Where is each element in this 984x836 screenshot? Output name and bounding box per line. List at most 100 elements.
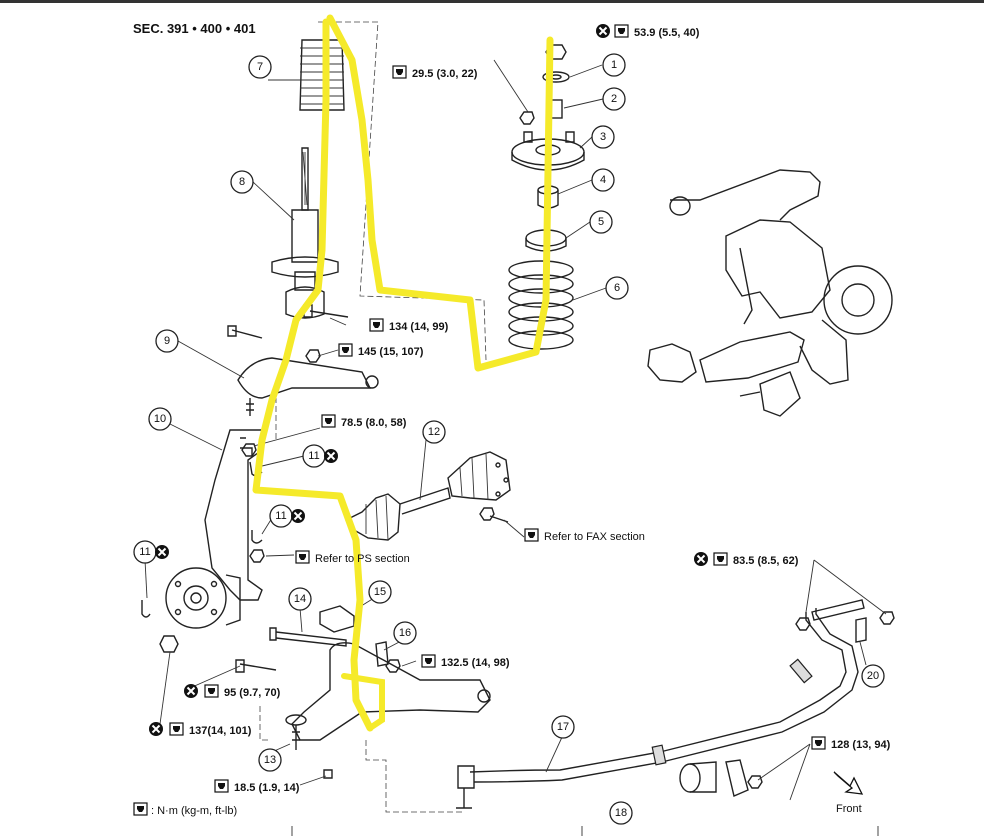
svg-text:: N·m (kg-m, ft-lb): : N·m (kg-m, ft-lb) — [151, 805, 237, 817]
callout-14: 14 — [288, 587, 312, 611]
svg-text:134 (14, 99): 134 (14, 99) — [389, 321, 449, 333]
svg-text:1: 1 — [611, 59, 617, 71]
nut-18-5 — [323, 769, 333, 779]
callout-20: 20 — [861, 664, 885, 688]
svg-text:Refer to FAX section: Refer to FAX section — [544, 531, 645, 543]
svg-text:78.5 (8.0, 58): 78.5 (8.0, 58) — [341, 417, 407, 429]
ref-fax-section: Refer to FAX section — [524, 528, 645, 543]
bolt-upper-link — [227, 325, 263, 339]
connecting-rod — [795, 599, 895, 643]
lower-arm-bolt — [269, 627, 347, 647]
svg-text:7: 7 — [257, 61, 263, 73]
callout-11-lower: 11 — [133, 540, 157, 564]
svg-text:11: 11 — [139, 546, 150, 558]
nut-132-5 — [385, 659, 401, 673]
svg-text:3: 3 — [600, 131, 606, 143]
replace-icon-11-lower — [154, 544, 170, 560]
callout-18: 18 — [609, 801, 633, 825]
assembled-view-inset — [647, 169, 893, 417]
section-header: SEC. 391 • 400 • 401 — [133, 21, 256, 36]
torque-spec-137: 137(14, 101) — [148, 721, 252, 737]
callout-5: 5 — [589, 210, 613, 234]
stabilizer-bar — [456, 608, 859, 809]
replace-icon-11-upper — [323, 448, 339, 464]
svg-text:29.5 (3.0, 22): 29.5 (3.0, 22) — [412, 68, 478, 80]
torque-spec-18-5: 18.5 (1.9, 14) — [214, 779, 300, 794]
units-legend: : N·m (kg-m, ft-lb) — [133, 802, 237, 817]
svg-text:83.5 (8.5, 62): 83.5 (8.5, 62) — [733, 555, 799, 567]
callout-2: 2 — [602, 87, 626, 111]
callout-16: 16 — [393, 621, 417, 645]
stabilizer-bushing — [679, 759, 763, 797]
svg-text:14: 14 — [294, 593, 306, 605]
front-indicator: Front — [833, 771, 864, 815]
callout-7: 7 — [248, 55, 272, 79]
dust-boot — [299, 39, 345, 111]
svg-text:20: 20 — [867, 670, 879, 682]
torque-spec-83-5: 83.5 (8.5, 62) — [693, 551, 799, 567]
svg-text:4: 4 — [600, 174, 606, 186]
svg-text:53.9 (5.5, 40): 53.9 (5.5, 40) — [634, 27, 700, 39]
bolt-95 — [235, 659, 277, 673]
transverse-link — [285, 642, 491, 750]
svg-text:132.5 (14, 98): 132.5 (14, 98) — [441, 657, 510, 669]
torque-spec-95: 95 (9.7, 70) — [183, 683, 281, 699]
torque-spec-78-5: 78.5 (8.0, 58) — [321, 414, 407, 429]
torque-spec-53-9: 53.9 (5.5, 40) — [595, 23, 700, 39]
torque-spec-128: 128 (13, 94) — [811, 736, 891, 751]
callout-3: 3 — [591, 125, 615, 149]
svg-text:137(14, 101): 137(14, 101) — [189, 725, 252, 737]
callout-8: 8 — [230, 170, 254, 194]
callout-11-upper: 11 — [302, 444, 326, 468]
svg-text:Refer to PS section: Refer to PS section — [315, 553, 410, 565]
callout-9: 9 — [155, 329, 179, 353]
bracket-washer — [375, 641, 389, 667]
wheel-hub — [165, 567, 241, 629]
upper-link — [237, 349, 379, 416]
replace-icon-11-middle — [290, 508, 306, 524]
callout-12: 12 — [422, 420, 446, 444]
front-arrow-icon — [833, 771, 864, 795]
hub-nut — [159, 635, 179, 653]
svg-text:9: 9 — [164, 335, 170, 347]
lower-arm-bushing — [319, 605, 355, 633]
nut-ball-joint — [241, 443, 257, 457]
svg-text:13: 13 — [264, 754, 276, 766]
callout-6: 6 — [605, 276, 629, 300]
bolt-lower-shock — [303, 304, 349, 318]
svg-text:12: 12 — [428, 426, 440, 438]
cotter-pin-2 — [251, 530, 263, 544]
svg-text:11: 11 — [275, 510, 286, 522]
torque-spec-134: 134 (14, 99) — [369, 318, 449, 333]
bolt-small — [519, 111, 535, 125]
svg-text:16: 16 — [399, 627, 411, 639]
svg-text:18.5 (1.9, 14): 18.5 (1.9, 14) — [234, 782, 300, 794]
assembly-guides — [259, 21, 879, 836]
svg-text:18: 18 — [615, 807, 627, 819]
svg-text:8: 8 — [239, 176, 245, 188]
svg-text:10: 10 — [154, 413, 166, 425]
shock-absorber — [271, 147, 339, 319]
svg-text:5: 5 — [598, 216, 604, 228]
bolt-drive-shaft — [479, 507, 509, 523]
svg-text:95 (9.7, 70): 95 (9.7, 70) — [224, 687, 281, 699]
callout-1: 1 — [602, 53, 626, 77]
callout-13: 13 — [258, 748, 282, 772]
torque-spec-132-5: 132.5 (14, 98) — [421, 654, 510, 669]
callout-17: 17 — [551, 715, 575, 739]
drive-shaft — [344, 451, 511, 541]
svg-text:15: 15 — [374, 586, 386, 598]
svg-text:2: 2 — [611, 93, 617, 105]
torque-spec-145: 145 (15, 107) — [338, 343, 424, 358]
svg-text:145 (15, 107): 145 (15, 107) — [358, 346, 424, 358]
torque-spec-29-5: 29.5 (3.0, 22) — [392, 65, 478, 80]
callout-15: 15 — [368, 580, 392, 604]
highlight-trace — [252, 14, 554, 732]
svg-text:11: 11 — [308, 450, 319, 462]
svg-text:Front: Front — [836, 803, 862, 815]
svg-text:17: 17 — [557, 721, 569, 733]
top-border — [0, 0, 984, 3]
callout-4: 4 — [591, 168, 615, 192]
